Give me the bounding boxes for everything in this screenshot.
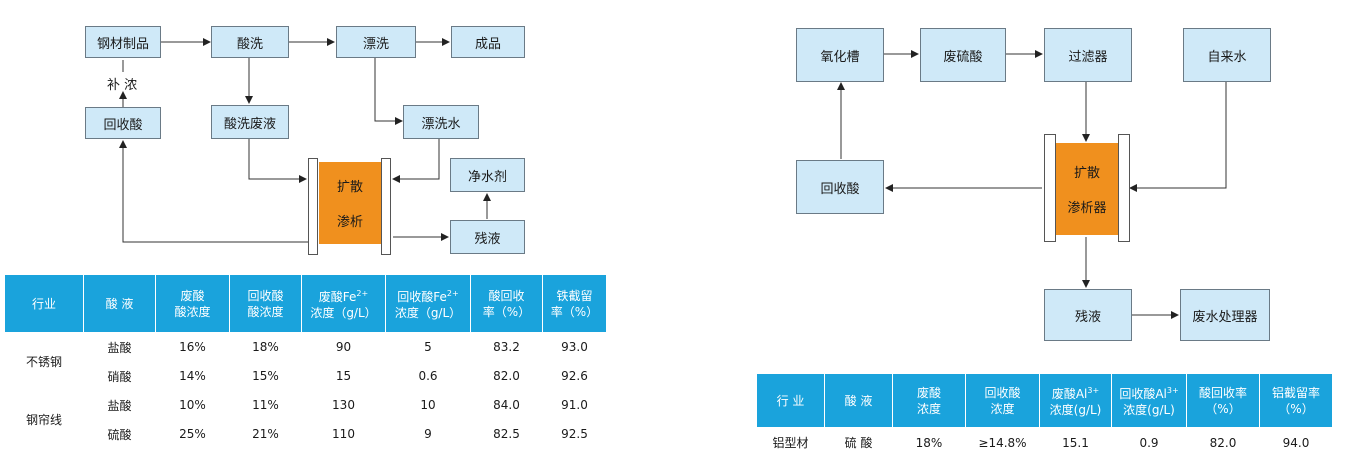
- cell-industry: 钢帘线: [25, 413, 62, 427]
- node-residue: 残液: [450, 220, 525, 254]
- node-wastewater-treatment: 废水处理器: [1180, 289, 1270, 341]
- node-filter: 过滤器: [1044, 28, 1132, 82]
- cell: 15%: [252, 369, 279, 383]
- cell: 16%: [179, 340, 206, 355]
- cell: 83.2: [493, 340, 520, 355]
- cell-industry: 不锈钢: [25, 355, 62, 370]
- cell: 110: [332, 427, 355, 441]
- table-row: 不锈钢 盐酸 16% 18% 90 5 83.2 93.0: [5, 333, 607, 369]
- cell: 15.1: [1062, 435, 1089, 450]
- cell: 11%: [252, 398, 279, 412]
- cell: 硫酸: [107, 427, 132, 442]
- dialyzer-plate-right: [1118, 134, 1130, 242]
- node-dialyzer: 扩散 渗析器: [1056, 143, 1118, 235]
- col-waste-al-conc: 废酸Al3+浓度(g/L): [1039, 373, 1112, 428]
- node-recovered-acid-right: 回收酸: [796, 160, 884, 214]
- cell: 18%: [915, 435, 943, 450]
- cell: 92.5: [561, 427, 588, 441]
- cell-industry: 铝型材: [772, 436, 809, 451]
- col-recovered-fe-conc: 回收酸Fe2+浓度（g/L）: [385, 274, 471, 333]
- cell: 0.6: [418, 369, 438, 383]
- diffusion-label-2: 渗析: [336, 215, 363, 230]
- right-data-table: 行 业 酸 液 废酸浓度 回收酸浓度 废酸Al3+浓度(g/L) 回收酸Al3+…: [756, 373, 1333, 458]
- cell: 9: [424, 427, 432, 441]
- node-waste-sulfuric-acid: 废硫酸: [920, 28, 1006, 82]
- col-recovered-acid-conc: 回收酸酸浓度: [229, 274, 302, 333]
- cell: 硫 酸: [844, 436, 873, 451]
- node-recovered-acid: 回收酸: [85, 107, 161, 139]
- cell: 盐酸: [107, 398, 132, 413]
- col-al-retention-rate: 铝截留率（%）: [1259, 373, 1333, 428]
- cell: 84.0: [493, 398, 520, 412]
- table-row: 硝酸 14% 15% 15 0.6 82.0 92.6: [5, 362, 607, 391]
- cell: 硝酸: [107, 369, 132, 384]
- col-recovered-al-conc: 回收酸Al3+浓度(g/L): [1111, 373, 1187, 428]
- node-residue-right: 残液: [1044, 289, 1132, 341]
- col-waste-acid-conc: 废酸酸浓度: [155, 274, 230, 333]
- cell: 15: [335, 369, 352, 383]
- cell: 82.5: [493, 427, 520, 441]
- left-data-table: 行业 酸 液 废酸酸浓度 回收酸酸浓度 废酸Fe2+浓度（g/L） 回收酸Fe2…: [4, 274, 607, 449]
- label-replenish: 补 浓: [107, 78, 138, 93]
- col-industry: 行 业: [756, 373, 825, 428]
- col-fe-retention-rate: 铁截留率（%）: [542, 274, 607, 333]
- table-row: 铝型材 硫 酸 18% ≥14.8% 15.1 0.9 82.0 94.0: [757, 428, 1333, 458]
- node-diffusion-dialysis: 扩散 渗析: [319, 162, 381, 244]
- cell: 盐酸: [107, 340, 132, 355]
- col-acid: 酸 液: [83, 274, 156, 333]
- cell: 94.0: [1282, 435, 1310, 450]
- col-acid-recovery-rate: 酸回收率（%）: [1186, 373, 1260, 428]
- table-row: 硫酸 25% 21% 110 9 82.5 92.5: [5, 420, 607, 449]
- col-waste-acid-conc: 废酸浓度: [892, 373, 966, 428]
- node-purifier: 净水剂: [450, 158, 525, 192]
- cell: 14%: [179, 369, 206, 383]
- node-pickling-waste: 酸洗废液: [211, 105, 289, 139]
- cell: 0.9: [1139, 435, 1159, 450]
- col-industry: 行业: [4, 274, 84, 333]
- col-acid: 酸 液: [824, 373, 893, 428]
- cell: 82.0: [493, 369, 520, 383]
- cell: 90: [335, 340, 352, 355]
- col-waste-fe-conc: 废酸Fe2+浓度（g/L）: [301, 274, 386, 333]
- col-recovered-acid-conc: 回收酸浓度: [965, 373, 1040, 428]
- node-rinse: 漂洗: [336, 26, 416, 58]
- node-steel-products: 钢材制品: [85, 26, 161, 58]
- cell: 5: [424, 340, 432, 355]
- cell: 93.0: [561, 340, 588, 355]
- dialyzer-label-2: 渗析器: [1067, 201, 1107, 216]
- cell: ≥14.8%: [978, 435, 1027, 450]
- node-rinse-water: 漂洗水: [403, 105, 479, 139]
- cell: 25%: [179, 427, 206, 441]
- cell: 130: [332, 398, 355, 412]
- right-table-header: 行 业 酸 液 废酸浓度 回收酸浓度 废酸Al3+浓度(g/L) 回收酸Al3+…: [756, 373, 1333, 428]
- cell: 92.6: [561, 369, 588, 383]
- membrane-plate-right: [381, 158, 391, 255]
- cell: 10: [420, 398, 436, 412]
- cell: 18%: [252, 340, 279, 355]
- node-oxidation-tank: 氧化槽: [796, 28, 884, 82]
- col-acid-recovery-rate: 酸回收率（%）: [470, 274, 543, 333]
- cell: 91.0: [561, 398, 588, 412]
- left-table-header: 行业 酸 液 废酸酸浓度 回收酸酸浓度 废酸Fe2+浓度（g/L） 回收酸Fe2…: [4, 274, 607, 333]
- table-row: 钢帘线 盐酸 10% 11% 130 10 84.0 91.0: [5, 391, 607, 427]
- dialyzer-label-1: 扩散: [1073, 166, 1100, 181]
- diffusion-label-1: 扩散: [336, 180, 363, 195]
- node-finished-product: 成品: [451, 26, 525, 58]
- cell: 82.0: [1209, 435, 1237, 450]
- node-tap-water: 自来水: [1183, 28, 1271, 82]
- node-pickling: 酸洗: [211, 26, 289, 58]
- membrane-plate-left: [308, 158, 318, 255]
- cell: 10%: [179, 398, 206, 412]
- dialyzer-plate-left: [1044, 134, 1056, 242]
- cell: 21%: [252, 427, 279, 441]
